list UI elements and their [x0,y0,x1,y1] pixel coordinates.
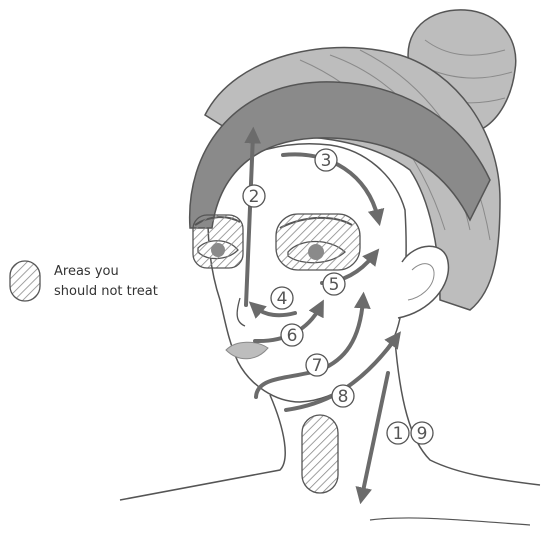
svg-text:1: 1 [393,424,404,444]
svg-text:2: 2 [249,187,260,207]
svg-text:8: 8 [338,387,349,407]
no-treat-zone-left-eye [193,215,243,268]
no-treat-zone-right-eye [276,214,360,270]
svg-text:4: 4 [277,289,288,309]
no-treat-zone-throat [302,415,338,493]
step-2: 2 [243,185,265,207]
svg-text:7: 7 [312,356,323,376]
step-5: 5 [323,273,345,295]
svg-text:9: 9 [417,424,428,444]
svg-text:5: 5 [329,275,340,295]
step-4: 4 [271,287,293,309]
step-9: 9 [411,422,433,444]
legend: Areas you should not treat [54,262,158,302]
arrow-1-9-neck-down [362,373,388,496]
legend-line-1: Areas you [54,262,158,282]
step-3: 3 [315,149,337,171]
svg-text:3: 3 [321,151,332,171]
step-6: 6 [281,324,303,346]
ear [398,246,448,318]
svg-text:6: 6 [287,326,298,346]
step-8: 8 [332,385,354,407]
legend-swatch [10,261,40,301]
step-7: 7 [306,354,328,376]
step-1: 1 [387,422,409,444]
legend-line-2: should not treat [54,282,158,302]
collarbone [370,518,530,525]
